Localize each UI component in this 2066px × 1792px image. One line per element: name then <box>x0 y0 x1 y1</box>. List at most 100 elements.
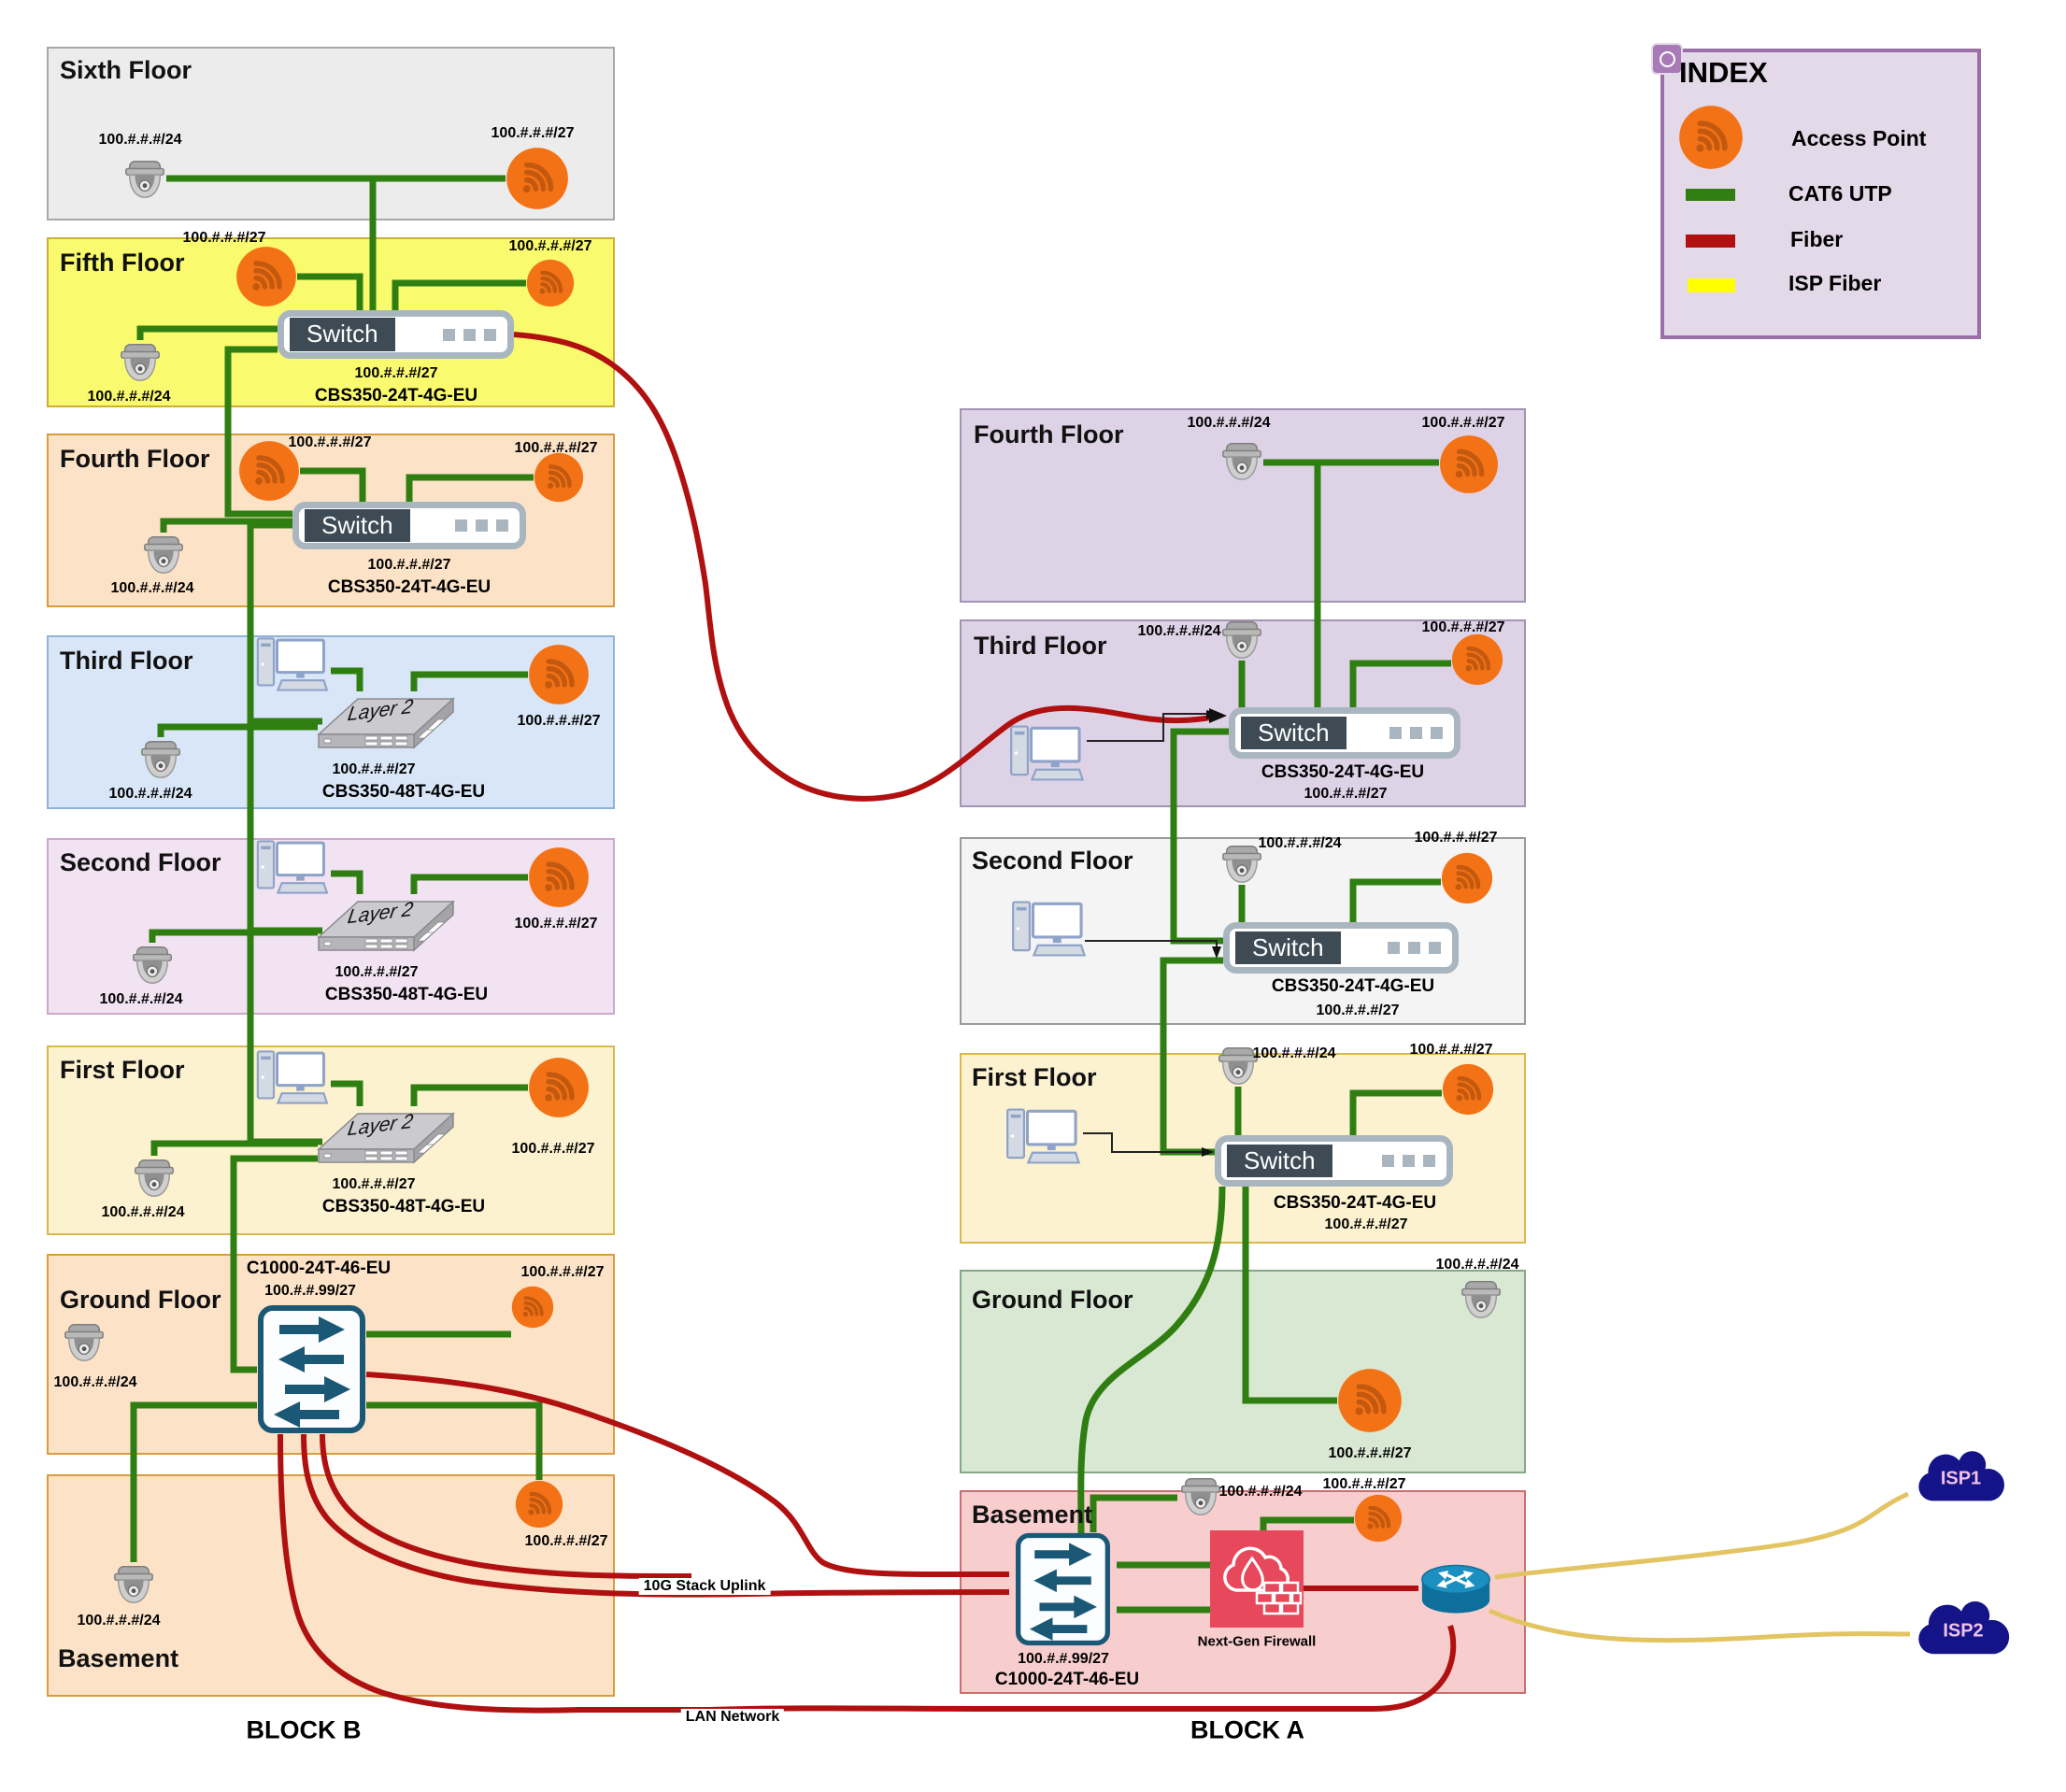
cat6-link <box>392 279 526 310</box>
access-point-icon[interactable] <box>235 246 297 307</box>
access-point-icon[interactable] <box>526 259 575 307</box>
access-point-icon[interactable] <box>1337 1368 1403 1433</box>
desktop-pc-icon[interactable] <box>1002 1106 1083 1166</box>
access-point-icon[interactable] <box>528 1057 590 1118</box>
switch-ip: 100.#.#.99/27 <box>264 1283 356 1299</box>
access-point-icon[interactable] <box>515 1480 563 1529</box>
layer2-switch-device[interactable]: Layer 2 <box>313 1106 456 1173</box>
isp-fiber-link <box>1489 1608 1911 1643</box>
cat6-link <box>410 874 528 894</box>
legend-isp-fiber: ISP Fiber <box>1788 271 1882 295</box>
switch-model: CBS350-24T-4G-EU <box>1273 1193 1437 1213</box>
access-point-icon[interactable] <box>528 846 590 908</box>
switch-device[interactable]: Switch <box>1229 707 1460 759</box>
cat6-link <box>247 931 322 1145</box>
cat6-link <box>157 723 318 737</box>
ap-ip: 100.#.#.#/27 <box>1421 619 1505 635</box>
arrowhead <box>1206 710 1219 719</box>
cctv-camera-icon[interactable] <box>1218 618 1265 661</box>
access-point-icon[interactable] <box>506 147 569 210</box>
switch-ports-icon <box>1382 1155 1435 1167</box>
cat6-link <box>331 1080 363 1106</box>
lan-network-label: LAN Network <box>680 1709 785 1726</box>
switch-device[interactable]: Switch <box>278 310 514 359</box>
switch-model: C1000-24T-46-EU <box>246 1259 392 1278</box>
ap-ip: 100.#.#.#/27 <box>517 713 601 729</box>
desktop-pc-icon[interactable] <box>252 838 331 896</box>
legend-fiber: Fiber <box>1790 227 1844 251</box>
desktop-pc-icon[interactable] <box>252 1048 331 1106</box>
cctv-camera-icon[interactable] <box>117 340 164 383</box>
cctv-camera-icon[interactable] <box>1458 1277 1504 1320</box>
router-device[interactable] <box>1417 1560 1495 1622</box>
fiber-link <box>278 1433 1457 1714</box>
cat6-link <box>331 870 363 894</box>
cat6-link <box>1349 660 1451 707</box>
cctv-camera-icon[interactable] <box>1177 1474 1224 1517</box>
access-point-icon[interactable] <box>1442 1063 1494 1116</box>
camera-ip: 100.#.#.#/24 <box>1187 415 1271 431</box>
cctv-camera-icon[interactable] <box>121 157 168 200</box>
cat6-link <box>331 667 363 691</box>
camera-ip: 100.#.#.#/24 <box>1258 835 1342 851</box>
cat6-link <box>1260 1516 1354 1530</box>
switch-model: CBS350-24T-4G-EU <box>1261 762 1425 782</box>
camera-ip: 100.#.#.#/24 <box>1252 1045 1336 1061</box>
switch-ip: 100.#.#.99/27 <box>1018 1651 1109 1667</box>
ap-ip: 100.#.#.#/27 <box>288 434 372 450</box>
switch-model: CBS350-48T-4G-EU <box>321 782 486 802</box>
switch-label: Switch <box>1235 931 1341 965</box>
fiber-link <box>301 1433 1010 1598</box>
arrowhead <box>1202 1147 1214 1157</box>
cat6-link <box>300 467 366 502</box>
floor-title: Second Floor <box>972 846 1133 875</box>
floor-title: Basement <box>58 1644 179 1672</box>
cctv-camera-icon[interactable] <box>140 533 187 576</box>
layer2-switch-device[interactable]: Layer 2 <box>313 894 456 961</box>
camera-ip: 100.#.#.#/24 <box>53 1374 137 1390</box>
desktop-pc-icon[interactable] <box>1005 723 1087 783</box>
cctv-camera-icon[interactable] <box>137 737 184 780</box>
cat6-link <box>1090 1494 1177 1532</box>
cat6-swatch <box>1686 189 1735 201</box>
access-point-icon[interactable] <box>511 1286 554 1329</box>
cat6-link <box>224 346 292 518</box>
cat6-link <box>149 929 318 943</box>
camera-ip: 100.#.#.#/24 <box>98 132 182 148</box>
floor-title: Fourth Floor <box>974 420 1124 448</box>
cat6-link <box>1349 1089 1442 1135</box>
cat6-link <box>247 521 322 725</box>
camera-ip: 100.#.#.#/24 <box>99 991 183 1007</box>
cctv-camera-icon[interactable] <box>110 1562 157 1605</box>
floor-a-fourth <box>960 408 1526 603</box>
floor-title: Fifth Floor <box>60 249 185 277</box>
isp2-label: ISP2 <box>1943 1620 1984 1642</box>
isp-fiber-link <box>1494 1491 1909 1580</box>
ap-ip: 100.#.#.#/27 <box>508 238 592 254</box>
isp2-cloud[interactable]: ISP2 <box>1908 1588 2018 1657</box>
desktop-pc-icon[interactable] <box>252 635 331 693</box>
firewall-label: Next-Gen Firewall <box>1197 1633 1317 1650</box>
switch-ip: 100.#.#.#/27 <box>1324 1216 1408 1232</box>
cctv-camera-icon[interactable] <box>1218 439 1265 482</box>
firewall-device[interactable] <box>1210 1530 1304 1628</box>
isp1-cloud[interactable]: ISP1 <box>1906 1439 2016 1504</box>
switch-device[interactable]: Switch <box>1215 1135 1453 1187</box>
cctv-camera-icon[interactable] <box>131 1156 178 1199</box>
ap-ip: 100.#.#.#/27 <box>1409 1042 1493 1058</box>
layer2-switch-device[interactable]: Layer 2 <box>313 691 456 759</box>
desktop-pc-icon[interactable] <box>1007 899 1089 959</box>
cctv-camera-icon[interactable] <box>61 1320 107 1363</box>
access-point-icon[interactable] <box>534 452 584 503</box>
access-point-icon[interactable] <box>528 644 590 705</box>
switch-device[interactable]: Switch <box>292 502 526 549</box>
access-point-icon[interactable] <box>1354 1494 1403 1543</box>
cat6-link <box>230 1155 318 1373</box>
access-point-icon[interactable] <box>1441 852 1493 904</box>
switch-device[interactable]: Switch <box>1223 922 1459 974</box>
access-point-icon[interactable] <box>1451 633 1503 686</box>
cctv-camera-icon[interactable] <box>129 943 176 986</box>
access-point-icon[interactable] <box>1439 434 1499 494</box>
core-switch-device[interactable] <box>257 1304 366 1434</box>
core-switch-device[interactable] <box>1009 1532 1117 1646</box>
